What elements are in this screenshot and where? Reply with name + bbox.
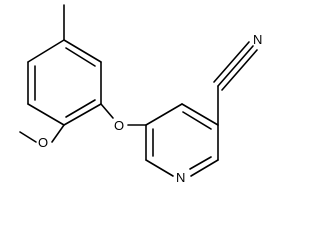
- ether-bond-left: [100, 103, 114, 119]
- bond: [145, 159, 174, 177]
- nitrile-nitrogen-label: N: [253, 32, 262, 47]
- triple-bond-line: [213, 41, 250, 83]
- bond: [63, 39, 102, 63]
- double-bond-inner: [65, 47, 96, 67]
- bond: [63, 103, 102, 126]
- triple-bond-line: [217, 45, 254, 87]
- bond: [190, 159, 219, 177]
- benzene-ring: [27, 39, 102, 126]
- double-bond-inner: [189, 156, 212, 170]
- methoxy-bond: [51, 124, 65, 143]
- methoxy-oxygen-label: O: [38, 135, 48, 150]
- double-bond-inner: [65, 99, 96, 118]
- bond: [27, 103, 65, 126]
- triple-bond: [213, 41, 258, 91]
- bond: [145, 103, 183, 126]
- double-bond-inner: [182, 111, 212, 130]
- bond: [181, 103, 219, 126]
- pyridine-nitrogen-label: N: [176, 170, 185, 184]
- pyridine-ring: [145, 103, 219, 177]
- structure-diagram: O O N N: [19, 4, 262, 184]
- triple-bond-line: [221, 49, 258, 91]
- ether-oxygen-label: O: [114, 118, 124, 133]
- methoxy-methyl-bond: [19, 131, 37, 143]
- bond: [27, 39, 65, 63]
